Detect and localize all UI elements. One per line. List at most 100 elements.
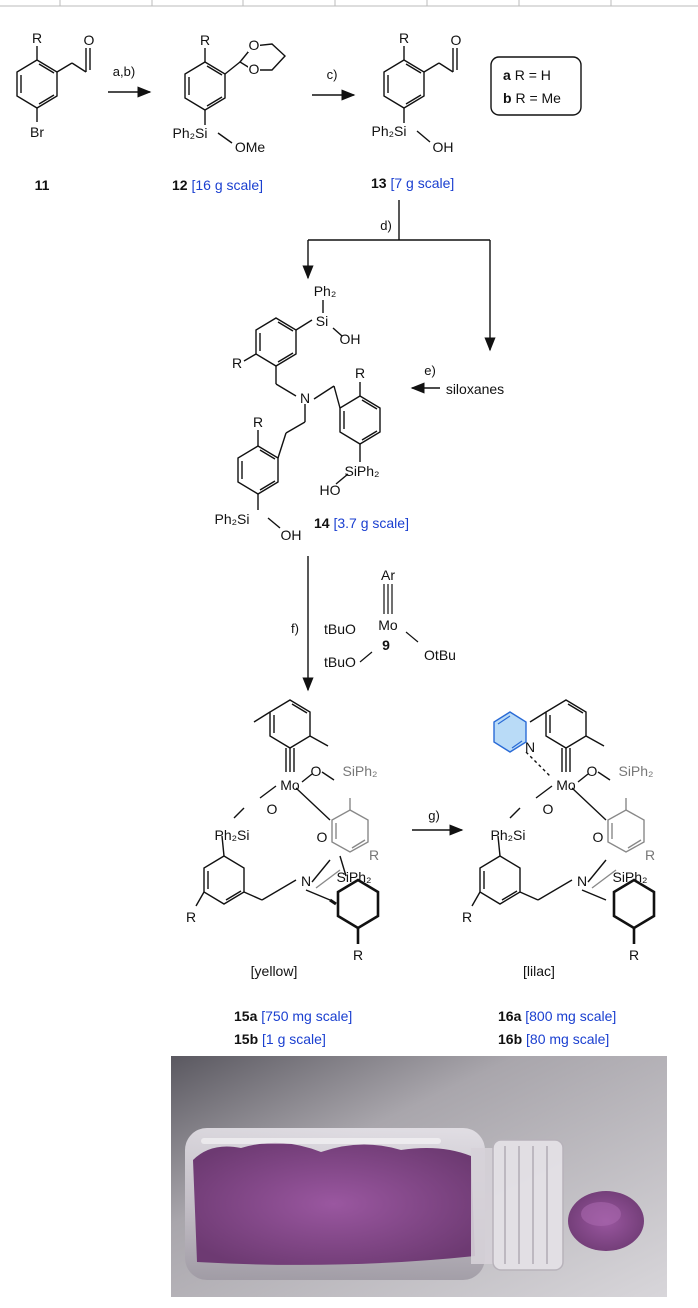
compound-12-label: 12 [16 g scale]	[172, 177, 263, 193]
oh-label: OH	[340, 331, 361, 347]
otbu-label: OtBu	[424, 647, 456, 663]
glass-vial	[185, 1128, 564, 1280]
compound-15a-label: 15a [750 mg scale]	[234, 1008, 352, 1024]
r-label: R	[32, 30, 42, 46]
compound-16b-number: 16b	[498, 1031, 522, 1047]
legend-line-a: a R = H	[503, 67, 551, 83]
ph2si-label: Ph₂Si	[371, 123, 406, 139]
compound-13-label: 13 [7 g scale]	[371, 175, 454, 191]
siloxanes-label: siloxanes	[446, 381, 504, 397]
sipht2-label: SiPh₂	[618, 763, 653, 779]
ph2si-label: Ph₂Si	[490, 827, 525, 843]
r-label: R	[353, 947, 363, 963]
tbuo-label: tBuO	[324, 621, 356, 637]
ph2si-label: Ph₂Si	[172, 125, 207, 141]
ph2-label: Ph₂	[314, 283, 337, 299]
compound-16b-label: 16b [80 mg scale]	[498, 1031, 609, 1047]
arrow-d	[302, 200, 496, 352]
compound-15-grey-ring	[315, 798, 369, 889]
ar-label: Ar	[381, 567, 395, 583]
compound-16a-scale: [800 mg scale]	[525, 1008, 616, 1024]
compound-15a-scale: [750 mg scale]	[261, 1008, 352, 1024]
compound-9-number: 9	[382, 637, 390, 653]
top-ruler	[0, 0, 698, 7]
mo-label: Mo	[556, 777, 576, 793]
reagent-9-structure	[359, 584, 419, 663]
oxygen-label: O	[587, 763, 598, 779]
nitrogen-label: N	[577, 873, 587, 889]
r-label: R	[399, 30, 409, 46]
step-ab-label: a,b)	[113, 64, 135, 79]
ho-label: HO	[320, 482, 341, 498]
oxygen-label: O	[84, 32, 95, 48]
step-g-label: g)	[428, 808, 440, 823]
color-yellow: [yellow]	[251, 963, 298, 979]
compound-13-scale: [7 g scale]	[390, 175, 454, 191]
sipht2-label: SiPh₂	[336, 869, 371, 885]
oh-label: OH	[433, 139, 454, 155]
compound-14-scale: [3.7 g scale]	[333, 515, 409, 531]
oxygen-label: O	[593, 829, 604, 845]
oxygen-label: O	[543, 801, 554, 817]
sipht2-label: SiPh₂	[342, 763, 377, 779]
compound-16a-number: 16a	[498, 1008, 522, 1024]
sipht2-label: SiPh₂	[344, 463, 379, 479]
oh-label: OH	[281, 527, 302, 543]
compound-15b-number: 15b	[234, 1031, 258, 1047]
oxygen-label: O	[311, 763, 322, 779]
compound-16b-scale: [80 mg scale]	[526, 1031, 609, 1047]
oxygen-label: O	[451, 32, 462, 48]
mo-label: Mo	[280, 777, 300, 793]
compound-16-grey-ring	[591, 798, 645, 889]
oxygen-label: O	[317, 829, 328, 845]
bromine-label: Br	[30, 124, 44, 140]
ph2si-label: Ph₂Si	[214, 827, 249, 843]
step-e-label: e)	[424, 363, 436, 378]
r-label: R	[629, 947, 639, 963]
compound-11-number: 11	[35, 177, 50, 193]
step-f-label: f)	[291, 621, 299, 636]
vial-photo	[171, 1056, 667, 1297]
r-label: R	[355, 365, 365, 381]
nitrogen-label: N	[525, 739, 535, 755]
oxygen-label: O	[249, 61, 260, 77]
r-label: R	[645, 847, 655, 863]
compound-16-structure	[471, 699, 611, 907]
sipht2-label: SiPh₂	[612, 869, 647, 885]
compound-16a-label: 16a [800 mg scale]	[498, 1008, 616, 1024]
r-label: R	[186, 909, 196, 925]
nitrogen-label: N	[300, 390, 310, 406]
ph2si-label: Ph₂Si	[214, 511, 249, 527]
compound-14-structure	[237, 300, 381, 529]
step-d-label: d)	[380, 218, 392, 233]
legend-box	[490, 56, 582, 116]
r-label: R	[200, 32, 210, 48]
compound-15b-label: 15b [1 g scale]	[234, 1031, 326, 1047]
compound-13-number: 13	[371, 175, 387, 191]
oxygen-label: O	[249, 37, 260, 53]
compound-15a-number: 15a	[234, 1008, 258, 1024]
step-c-label: c)	[327, 67, 338, 82]
compound-12-number: 12	[172, 177, 188, 193]
si-label: Si	[316, 313, 328, 329]
pyridine-ring	[493, 711, 527, 753]
compound-15-structure	[195, 699, 347, 907]
r-label: R	[253, 414, 263, 430]
r-label: R	[369, 847, 379, 863]
r-label: R	[462, 909, 472, 925]
compound-16-bold-ring	[612, 878, 656, 944]
ome-label: OMe	[235, 139, 266, 155]
r-label: R	[232, 355, 242, 371]
oxygen-label: O	[267, 801, 278, 817]
tbuo-label: tBuO	[324, 654, 356, 670]
compound-14-number: 14	[314, 515, 330, 531]
compound-12-scale: [16 g scale]	[191, 177, 263, 193]
color-lilac: [lilac]	[523, 963, 555, 979]
nitrogen-label: N	[301, 873, 311, 889]
compound-11-structure	[16, 46, 91, 122]
legend-line-b: b R = Me	[503, 90, 561, 106]
compound-15b-scale: [1 g scale]	[262, 1031, 326, 1047]
compound-14-label: 14 [3.7 g scale]	[314, 515, 409, 531]
mo-label: Mo	[378, 617, 398, 633]
